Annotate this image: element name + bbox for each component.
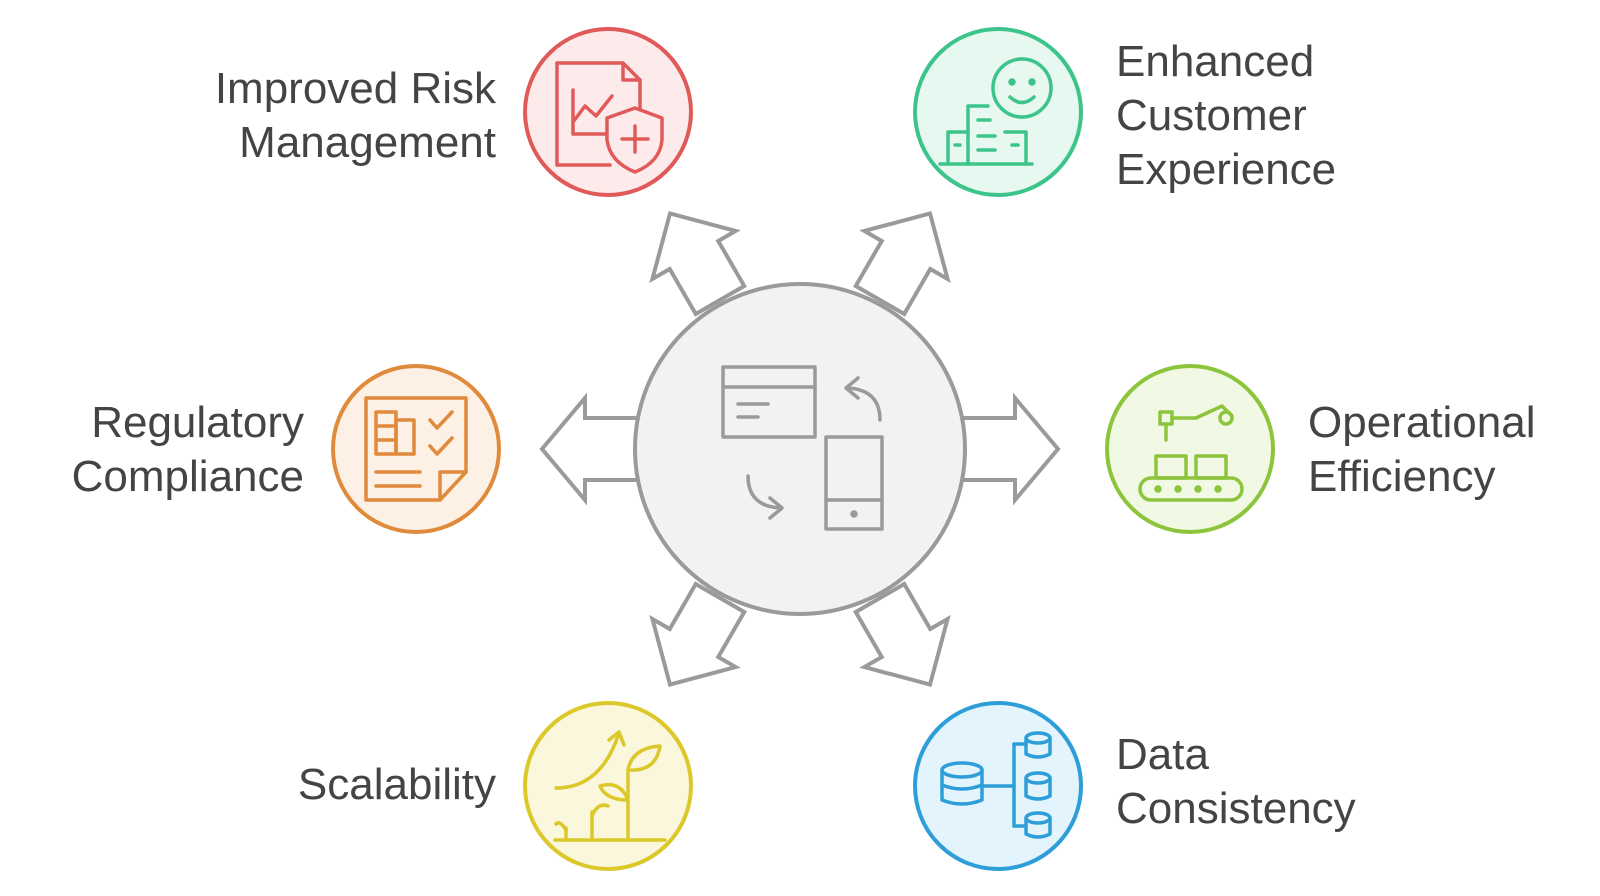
item-risk <box>523 27 693 197</box>
label-customer-line-2: Customer <box>1116 91 1307 140</box>
conveyor-robot-arm-icon <box>1138 404 1244 502</box>
arrow-down-left <box>649 581 747 688</box>
arrow-down-right <box>853 581 951 688</box>
label-risk: Improved Risk Management <box>215 62 496 170</box>
hub-circle <box>633 282 967 616</box>
label-efficiency-line-2: Efficiency <box>1308 452 1496 501</box>
label-customer: Enhanced Customer Experience <box>1116 35 1336 197</box>
label-efficiency: Operational Efficiency <box>1308 396 1535 504</box>
compliance-circle <box>331 364 501 534</box>
growing-plant-icon <box>553 730 667 842</box>
label-consistency-line-2: Consistency <box>1116 784 1356 833</box>
arrow-right <box>958 392 1061 506</box>
label-compliance-line-2: Compliance <box>71 452 304 501</box>
label-customer-line-1: Enhanced <box>1116 37 1315 86</box>
label-scalability-line-1: Scalability <box>297 760 496 809</box>
label-efficiency-line-1: Operational <box>1308 398 1536 447</box>
label-consistency: Data Consistency <box>1116 728 1356 836</box>
label-compliance-line-1: Regulatory <box>91 398 304 447</box>
item-customer <box>913 27 1083 197</box>
item-efficiency <box>1105 364 1275 534</box>
smiley-building-icon <box>938 57 1053 166</box>
database-network-icon <box>940 731 1052 839</box>
risk-circle <box>523 27 693 197</box>
label-scalability: Scalability <box>298 758 496 812</box>
device-sync-icon <box>721 365 884 531</box>
item-scalability <box>523 701 693 871</box>
item-consistency <box>913 701 1083 871</box>
checklist-document-icon <box>364 396 468 502</box>
label-customer-line-3: Experience <box>1116 145 1337 194</box>
item-compliance <box>331 364 501 534</box>
arrow-up-left <box>649 210 747 317</box>
label-consistency-line-1: Data <box>1116 730 1209 779</box>
arrow-left <box>539 392 642 506</box>
efficiency-circle <box>1105 364 1275 534</box>
risk-shield-document-icon <box>555 61 664 174</box>
customer-circle <box>913 27 1083 197</box>
arrow-up-right <box>853 210 951 317</box>
arrows <box>539 210 1061 688</box>
label-risk-line-1: Improved Risk <box>214 64 496 113</box>
label-risk-line-2: Management <box>239 118 496 167</box>
label-compliance: Regulatory Compliance <box>72 396 304 504</box>
